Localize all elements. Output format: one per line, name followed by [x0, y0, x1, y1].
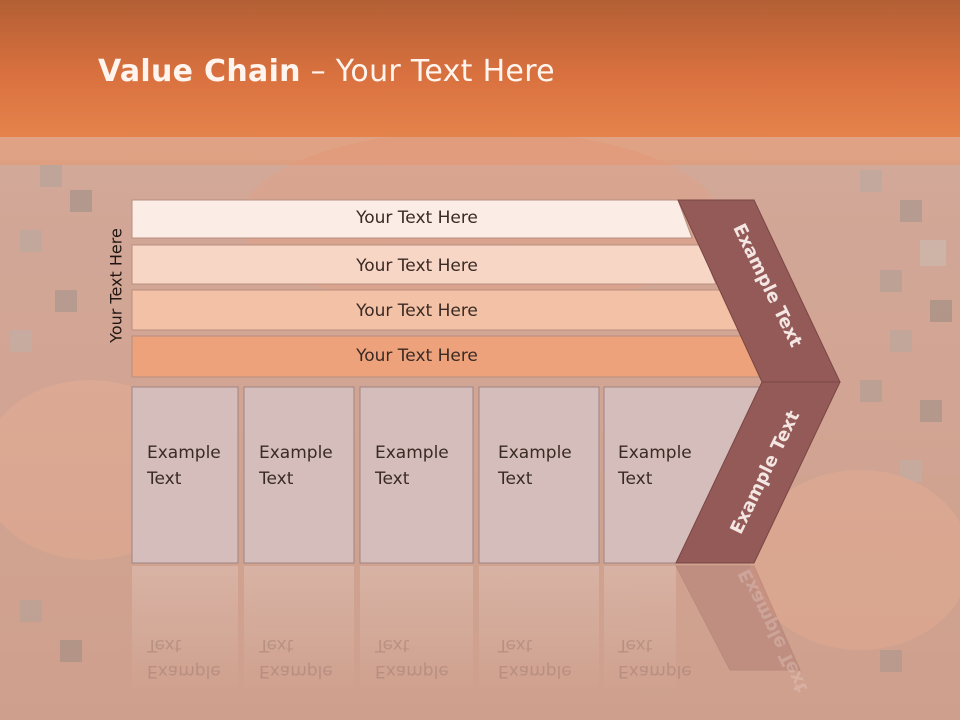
column-1-reflection-line1: Example [147, 661, 221, 681]
column-reflection-text-3: Example Text [375, 632, 470, 684]
column-4-reflection-line2: Text [498, 635, 533, 655]
column-box-2 [243, 386, 355, 564]
chevron-reflection [675, 565, 801, 671]
column-reflections [132, 566, 676, 696]
slide-title: Value Chain – Your Text Here [98, 54, 555, 89]
column-3-line1: Example [375, 443, 449, 463]
chevron-lower [675, 381, 841, 564]
column-4-line2: Text [498, 469, 533, 489]
column-3-line2: Text [375, 469, 410, 489]
column-box-3 [359, 386, 474, 564]
title-bold: Value Chain [98, 54, 301, 89]
row-label-4: Your Text Here [356, 346, 478, 366]
row-shape-2 [131, 244, 717, 285]
row-label-2: Your Text Here [356, 256, 478, 276]
column-5-reflection-line1: Example [618, 661, 692, 681]
column-box-4 [478, 386, 600, 564]
column-5-line2: Text [618, 469, 653, 489]
column-3-reflection-line1: Example [375, 661, 449, 681]
column-1-reflection-line2: Text [147, 635, 182, 655]
header-bar [0, 0, 960, 137]
column-3-reflection-line2: Text [375, 635, 410, 655]
column-reflection-text-5: Example Text [618, 632, 713, 684]
column-5-line1: Example [618, 443, 692, 463]
row-label-3: Your Text Here [356, 301, 478, 321]
column-4-reflection-line1: Example [498, 661, 572, 681]
title-rest: – Your Text Here [300, 54, 555, 89]
column-1-line2: Text [147, 469, 182, 489]
row-shape-1 [131, 199, 693, 239]
column-4-line1: Example [498, 443, 572, 463]
column-reflection-text-2: Example Text [259, 632, 354, 684]
column-2-line2: Text [259, 469, 294, 489]
column-reflection-text-4: Example Text [498, 632, 593, 684]
side-label: Your Text Here [106, 228, 126, 343]
column-2-reflection-line1: Example [259, 661, 333, 681]
header-band [0, 137, 960, 165]
column-2-line1: Example [259, 443, 333, 463]
column-5-reflection-line2: Text [618, 635, 653, 655]
column-reflection-text-1: Example Text [147, 632, 242, 684]
row-label-1: Your Text Here [356, 208, 478, 228]
column-1-line1: Example [147, 443, 221, 463]
column-box-1 [131, 386, 239, 564]
column-2-reflection-line2: Text [259, 635, 294, 655]
